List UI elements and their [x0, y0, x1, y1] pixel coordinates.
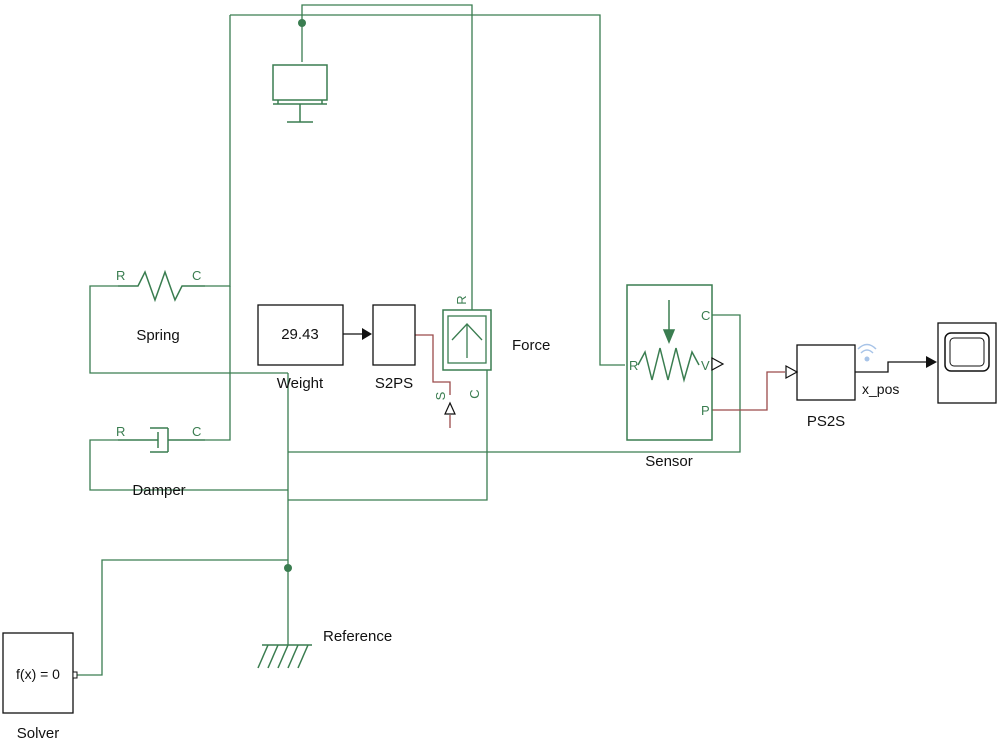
solver-block[interactable]: f(x) = 0 Solver: [2, 632, 78, 742]
s2ps-block[interactable]: S2PS: [372, 304, 416, 392]
simulink-signal-lines: [343, 328, 937, 373]
damper-icon: [118, 427, 205, 453]
spring-label: Spring: [136, 327, 179, 344]
spring-port-c: C: [192, 268, 201, 283]
ps2s-block[interactable]: PS2S: [785, 344, 856, 430]
physical-connection-lines: [76, 4, 741, 676]
ps2s-label: PS2S: [807, 413, 845, 430]
force-port-c: C: [467, 389, 482, 398]
damper-label: Damper: [132, 482, 185, 499]
reference-label: Reference: [323, 628, 392, 645]
force-signal-port-icon: [444, 401, 456, 415]
damper-port-r: R: [116, 424, 125, 439]
damper-port-c: C: [192, 424, 201, 439]
mass-icon: [272, 64, 328, 123]
mass-block[interactable]: [272, 64, 328, 123]
weight-label: Weight: [277, 375, 324, 392]
sensor-port-v: V: [701, 358, 710, 373]
signal-label: x_pos: [862, 381, 899, 397]
s2ps-label: S2PS: [375, 375, 413, 392]
reference-block[interactable]: Reference: [257, 628, 392, 669]
sensor-port-p: P: [701, 403, 710, 418]
sensor-out-port-icon: [711, 356, 725, 372]
force-label: Force: [512, 337, 550, 354]
sensor-label: Sensor: [645, 453, 693, 470]
signal-connection-lines: [415, 334, 785, 428]
spring-port-r: R: [116, 268, 125, 283]
signal-log-icon: [857, 343, 877, 362]
solver-value: f(x) = 0: [16, 666, 60, 682]
weight-value: 29.43: [281, 326, 319, 343]
scope-icon: [944, 332, 990, 372]
force-source-block[interactable]: R C S Force: [433, 295, 550, 415]
sensor-port-c: C: [701, 308, 710, 323]
solver-label: Solver: [17, 725, 60, 742]
force-port-r: R: [454, 295, 469, 304]
spring-block[interactable]: R C Spring: [116, 268, 205, 344]
ground-icon: [257, 644, 312, 669]
sensor-block[interactable]: R C V P Sensor: [626, 284, 725, 470]
sensor-port-r: R: [629, 358, 638, 373]
spring-icon: [118, 269, 205, 303]
force-source-icon: [447, 315, 487, 364]
scope-block[interactable]: [937, 322, 997, 404]
sensor-icon: [637, 300, 700, 383]
damper-block[interactable]: R C Damper: [116, 424, 205, 499]
force-port-s: S: [433, 391, 448, 400]
ps2s-in-port-icon: [785, 364, 799, 380]
weight-block[interactable]: 29.43 Weight: [257, 304, 344, 392]
